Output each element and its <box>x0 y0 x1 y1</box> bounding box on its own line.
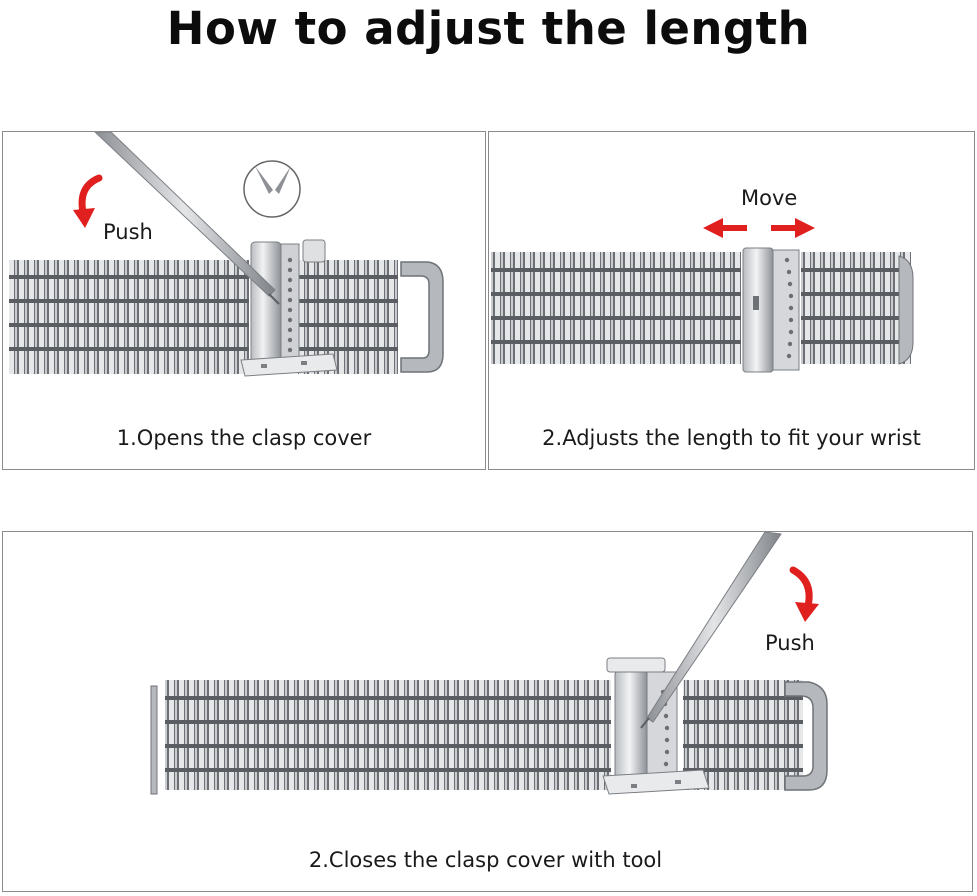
clasp <box>742 247 800 373</box>
step-3-illustration <box>150 532 828 795</box>
spring-bar-tool <box>94 132 280 305</box>
tool-tip-magnifier-icon <box>243 160 301 218</box>
curved-arrow-icon <box>789 566 819 622</box>
curved-arrow-icon <box>73 174 103 228</box>
spring-bar-tool <box>640 532 782 729</box>
step-3-caption: 2.Closes the clasp cover with tool <box>308 848 663 872</box>
step-2-caption: 2.Adjusts the length to fit your wrist <box>542 426 921 450</box>
mesh-strap <box>491 252 914 365</box>
step-3-panel: Push 2.Closes the clasp cover with tool <box>2 531 973 892</box>
step-1-illustration <box>9 132 444 377</box>
push-label: Push <box>765 631 815 655</box>
mesh-strap <box>150 680 828 795</box>
double-arrow-icon <box>703 218 815 238</box>
step-2-illustration <box>491 218 914 373</box>
step-1-caption: 1.Opens the clasp cover <box>116 426 372 450</box>
move-label: Move <box>741 186 798 210</box>
step-1-panel: Push 1.Opens the clasp cover <box>2 131 486 470</box>
page-title: How to adjust the length <box>166 2 811 55</box>
push-label: Push <box>103 220 153 244</box>
step-2-panel: Move 2.Adjusts the length to fit your wr… <box>488 131 975 470</box>
clasp <box>602 657 710 795</box>
mesh-strap <box>9 260 444 374</box>
